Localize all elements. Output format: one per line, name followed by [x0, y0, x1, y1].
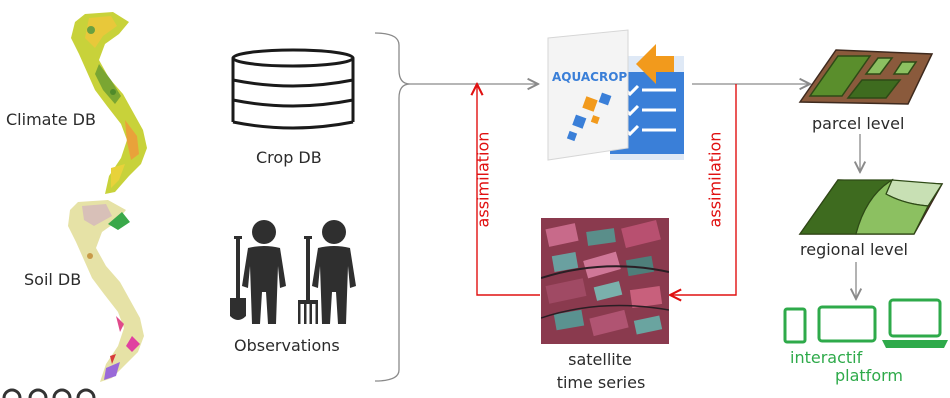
laptop-icon [882, 298, 948, 348]
crop-db-label: Crop DB [256, 148, 322, 167]
assimilation-left-label: assimilation [473, 131, 493, 228]
observations-label: Observations [234, 336, 340, 355]
satellite-label-line2: time series [556, 373, 646, 392]
soil-map [68, 200, 144, 382]
regional-level-icon [798, 178, 944, 235]
satellite-image [541, 218, 669, 344]
regional-level-label: regional level [800, 240, 908, 259]
satellite-label-line1: satellite [568, 350, 632, 369]
assimilation-left-arrow [477, 84, 540, 296]
tablet-icon [817, 305, 877, 343]
aquacrop-wordmark: AQUACROP [552, 70, 628, 84]
input-brace [374, 32, 411, 382]
phone-icon [783, 307, 807, 344]
database-icon [231, 48, 355, 130]
soil-db-label: Soil DB [24, 270, 82, 289]
assimilation-right-arrow [670, 84, 737, 295]
assimilation-right-label: assimilation [705, 131, 725, 228]
parcel-level-icon [798, 49, 934, 105]
logo-fragment [2, 388, 96, 398]
climate-map [71, 12, 147, 194]
platform-label-line2: platform [835, 366, 903, 385]
parcel-level-label: parcel level [812, 114, 905, 133]
farmer-shovel-icon [230, 220, 286, 324]
climate-db-label: Climate DB [6, 110, 96, 129]
aquacrop-logo-icon [547, 29, 684, 161]
platform-label-line1: interactif [790, 348, 863, 367]
farmer-pitchfork-icon [298, 220, 356, 324]
